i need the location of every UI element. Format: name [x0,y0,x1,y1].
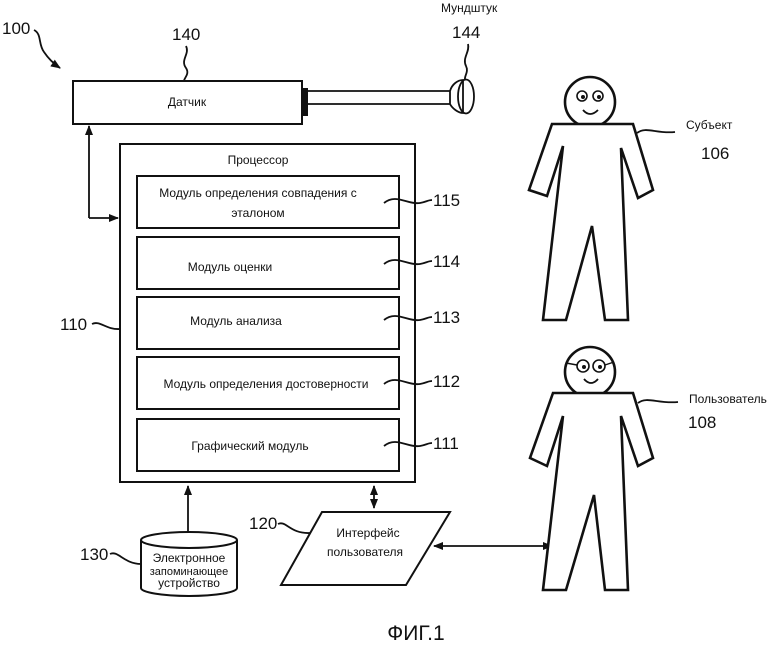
storage-label-line1: Электронное [153,551,226,565]
user-head [565,347,615,397]
module-115-label-line1: Модуль определения совпадения с [159,186,356,200]
module-115-box [137,176,399,228]
module-115-label-line2: эталоном [231,206,284,220]
tube-connector [302,88,308,116]
subject-pupil-left [581,95,585,99]
subject-pupil-right [597,95,601,99]
subject-label: Субъект [686,118,733,132]
ui-label-line2: пользователя [327,545,403,559]
ui-label-line1: Интерфейс [336,526,399,540]
module-115-ref: 115 [433,191,460,210]
storage-top [141,532,237,548]
sensor-label: Датчик [168,95,207,109]
module-111-label: Графический модуль [191,439,308,453]
mouthpiece-ref: 144 [452,23,480,42]
user-label: Пользователь [689,392,767,406]
module-112-label: Модуль определения достоверности [163,377,368,391]
processor-ref: 110 [60,315,87,334]
system-ref-label: 100 [2,19,30,38]
subject-head [565,77,615,127]
storage-ref: 130 [80,545,108,564]
user-body [530,393,653,590]
mouthpiece-leader [465,44,468,80]
subject-body [529,124,653,320]
storage-leader [110,553,141,564]
system-ref-arrow [34,30,60,68]
sensor-ref: 140 [172,25,200,44]
mouthpiece: Мундштук 144 [441,1,498,114]
subject-figure: Субъект 106 [529,77,733,320]
sensor-leader [184,46,187,81]
module-113-label: Модуль анализа [190,314,282,328]
tube [302,88,450,116]
mouthpiece-rim [458,80,474,114]
storage-label-line3: устройство [158,576,220,590]
ui-ref: 120 [249,514,277,533]
processor-label: Процессор [228,153,289,167]
user-smile [584,379,598,383]
user-interface: Интерфейс пользователя 120 [249,512,450,585]
subject-leader [637,130,675,133]
subject-smile [583,110,598,114]
system-reference: 100 [2,19,60,68]
user-leader [638,400,678,403]
subject-ref: 106 [701,144,729,163]
user-pupil-right [598,365,602,369]
ui-leader [278,523,310,533]
module-113-ref: 113 [433,308,460,327]
user-ref: 108 [688,413,716,432]
user-figure: Пользователь 108 [530,347,767,590]
user-pupil-left [582,365,586,369]
processor: Процессор 110 Модуль определения совпаде… [60,144,460,482]
figure-caption: ФИГ.1 [387,622,444,645]
module-114-ref: 114 [433,252,460,271]
user-glasses-arm-left [566,363,577,365]
processor-leader [92,323,120,329]
electronic-storage: Электронное запоминающее устройство 130 [80,532,237,596]
module-112-ref: 112 [433,372,460,391]
sensor: Датчик 140 [73,25,302,124]
module-114-label: Модуль оценки [188,260,273,274]
mouthpiece-label: Мундштук [441,1,498,15]
module-111-ref: 111 [433,434,459,453]
